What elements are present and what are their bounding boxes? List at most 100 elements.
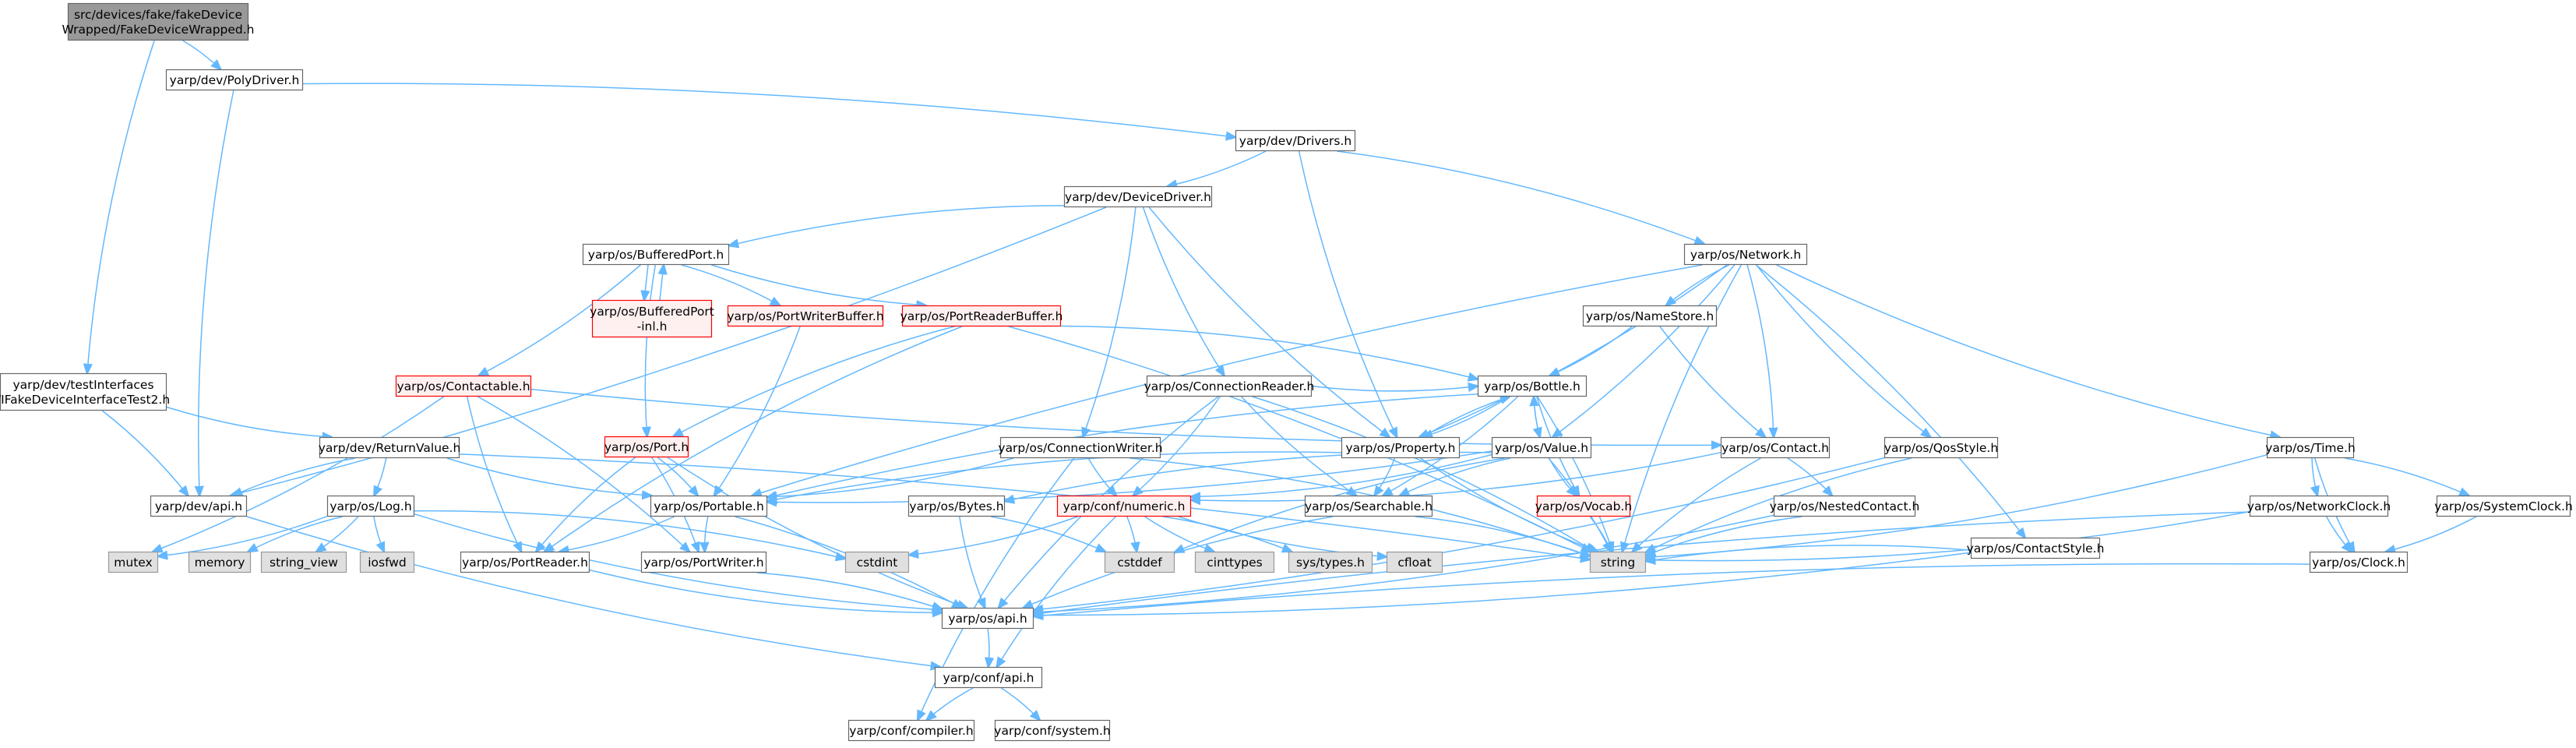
node-property[interactable]: yarp/os/Property.h bbox=[1341, 436, 1461, 459]
node-devapi[interactable]: yarp/dev/api.h bbox=[150, 495, 248, 517]
edge-time-to-systemclock bbox=[2345, 457, 2469, 496]
node-time[interactable]: yarp/os/Time.h bbox=[2265, 436, 2356, 459]
node-osapi[interactable]: yarp/os/api.h bbox=[941, 607, 1034, 630]
node-box bbox=[359, 551, 415, 573]
node-label: yarp/os/Network.h bbox=[1690, 248, 1801, 262]
edge-value-to-portable bbox=[767, 450, 1492, 503]
node-box bbox=[326, 495, 415, 517]
node-port[interactable]: yarp/os/Port.h bbox=[604, 436, 689, 458]
node-box bbox=[1386, 551, 1443, 573]
node-label: yarp/os/PortWriterBuffer.h bbox=[727, 309, 883, 323]
node-numeric[interactable]: yarp/conf/numeric.h bbox=[1056, 495, 1192, 517]
edge-port-to-portable bbox=[657, 457, 698, 496]
node-box bbox=[582, 243, 730, 266]
node-contactstyle[interactable]: yarp/os/ContactStyle.h bbox=[1967, 537, 2105, 559]
node-bottle[interactable]: yarp/os/Bottle.h bbox=[1477, 375, 1588, 397]
node-label: yarp/dev/testInterfaces bbox=[12, 378, 153, 392]
node-box bbox=[1288, 551, 1373, 573]
node-networkclock[interactable]: yarp/os/NetworkClock.h bbox=[2247, 495, 2391, 517]
edge-network-to-value bbox=[1552, 264, 1736, 437]
node-returnvalue[interactable]: yarp/dev/ReturnValue.h bbox=[319, 436, 461, 459]
node-label: yarp/os/Contact.h bbox=[1721, 441, 1829, 455]
edge-log-to-string_view bbox=[316, 516, 359, 552]
node-bufferedportinl[interactable]: yarp/os/BufferedPort-inl.h bbox=[590, 299, 714, 338]
node-portwriterbuffer[interactable]: yarp/os/PortWriterBuffer.h bbox=[727, 305, 884, 327]
node-portwriter[interactable]: yarp/os/PortWriter.h bbox=[640, 551, 767, 573]
node-label: string_view bbox=[270, 556, 338, 570]
node-box bbox=[1970, 537, 2101, 559]
node-bufferedport[interactable]: yarp/os/BufferedPort.h bbox=[582, 243, 730, 266]
edge-bufferedport-to-bufferedportinl bbox=[644, 264, 648, 300]
edge-drivers-to-network bbox=[1337, 150, 1704, 244]
node-portable[interactable]: yarp/os/Portable.h bbox=[650, 495, 768, 517]
node-compiler[interactable]: yarp/conf/compiler.h bbox=[848, 719, 975, 742]
node-box bbox=[2249, 495, 2389, 517]
edge-bottle-to-string bbox=[1536, 396, 1613, 552]
node-box bbox=[999, 436, 1161, 459]
edge-nestedcontact-to-string bbox=[1646, 516, 1802, 556]
node-drivers[interactable]: yarp/dev/Drivers.h bbox=[1235, 129, 1356, 152]
node-box bbox=[260, 551, 347, 573]
edge-log-to-cstdint bbox=[414, 510, 845, 559]
node-contactable[interactable]: yarp/os/Contactable.h bbox=[395, 375, 532, 397]
node-cfloat: cfloat bbox=[1386, 551, 1443, 573]
edge-polydriver-to-devapi bbox=[199, 90, 234, 496]
node-label: yarp/conf/compiler.h bbox=[849, 724, 973, 738]
edge-testinterfaces-to-returnvalue bbox=[166, 406, 332, 438]
node-testinterfaces[interactable]: yarp/dev/testInterfaces/IFakeDeviceInter… bbox=[0, 372, 170, 411]
node-systemclock[interactable]: yarp/os/SystemClock.h bbox=[2434, 495, 2573, 517]
node-box bbox=[188, 551, 252, 573]
node-network[interactable]: yarp/os/Network.h bbox=[1683, 243, 1808, 266]
node-searchable[interactable]: yarp/os/Searchable.h bbox=[1304, 495, 1433, 517]
edge-contactable-to-portwriter bbox=[477, 396, 689, 552]
node-box bbox=[1491, 436, 1592, 459]
node-connectionwriter[interactable]: yarp/os/ConnectionWriter.h bbox=[998, 436, 1163, 459]
node-label: yarp/os/NetworkClock.h bbox=[2247, 499, 2391, 513]
node-label: yarp/os/ContactStyle.h bbox=[1967, 542, 2105, 556]
node-label: cfloat bbox=[1397, 556, 1431, 570]
node-vocab[interactable]: yarp/os/Vocab.h bbox=[1535, 495, 1632, 517]
node-label: cstdint bbox=[857, 556, 898, 570]
node-label: yarp/os/PortReader.h bbox=[462, 556, 588, 570]
node-system[interactable]: yarp/conf/system.h bbox=[994, 719, 1111, 742]
edge-portreaderbuffer-to-bottle bbox=[1060, 325, 1478, 379]
node-clock[interactable]: yarp/os/Clock.h bbox=[2309, 551, 2409, 573]
edge-networkclock-to-osapi bbox=[1034, 511, 2250, 615]
node-box bbox=[1884, 436, 1999, 459]
node-label: string bbox=[1601, 556, 1636, 570]
node-label: yarp/os/Portable.h bbox=[654, 499, 764, 513]
node-namestore[interactable]: yarp/os/NameStore.h bbox=[1582, 305, 1718, 327]
edge-numeric-to-confapi bbox=[997, 516, 1116, 667]
node-connectionreader[interactable]: yarp/os/ConnectionReader.h bbox=[1144, 375, 1315, 397]
edge-numeric-to-cfloat bbox=[1178, 516, 1387, 557]
node-label: yarp/os/NestedContact.h bbox=[1770, 499, 1920, 513]
edge-portwriter-to-osapi bbox=[756, 572, 942, 609]
node-box bbox=[1683, 243, 1808, 266]
node-qosstyle[interactable]: yarp/os/QosStyle.h bbox=[1884, 436, 1999, 459]
node-box bbox=[650, 495, 768, 517]
node-confapi[interactable]: yarp/conf/api.h bbox=[934, 666, 1043, 689]
node-portreader[interactable]: yarp/os/PortReader.h bbox=[460, 551, 590, 573]
node-box bbox=[1773, 495, 1916, 517]
node-root[interactable]: src/devices/fake/fakeDeviceWrapped/FakeD… bbox=[62, 2, 255, 41]
node-contact[interactable]: yarp/os/Contact.h bbox=[1720, 436, 1831, 459]
node-bytes[interactable]: yarp/os/Bytes.h bbox=[907, 495, 1006, 517]
node-nestedcontact[interactable]: yarp/os/NestedContact.h bbox=[1770, 495, 1920, 517]
edge-devapi-to-confapi bbox=[246, 516, 940, 667]
node-portreaderbuffer[interactable]: yarp/os/PortReaderBuffer.h bbox=[900, 305, 1063, 327]
node-box bbox=[1104, 551, 1175, 573]
node-log[interactable]: yarp/os/Log.h bbox=[326, 495, 415, 517]
node-value[interactable]: yarp/os/Value.h bbox=[1491, 436, 1592, 459]
node-label: yarp/os/api.h bbox=[948, 612, 1027, 626]
edge-connectionwriter-to-portable bbox=[767, 457, 1014, 497]
node-box bbox=[640, 551, 767, 573]
edge-bufferedport-to-contactable bbox=[479, 264, 641, 376]
node-devicedriver[interactable]: yarp/dev/DeviceDriver.h bbox=[1063, 185, 1213, 208]
edge-numeric-to-cstddef bbox=[1126, 516, 1137, 552]
edge-qosstyle-to-osapi bbox=[1034, 457, 1885, 610]
node-box bbox=[848, 719, 975, 742]
node-box bbox=[1582, 305, 1718, 327]
edge-time-to-networkclock bbox=[2312, 457, 2317, 496]
node-label: yarp/os/NameStore.h bbox=[1586, 309, 1714, 323]
node-polydriver[interactable]: yarp/dev/PolyDriver.h bbox=[165, 69, 304, 91]
